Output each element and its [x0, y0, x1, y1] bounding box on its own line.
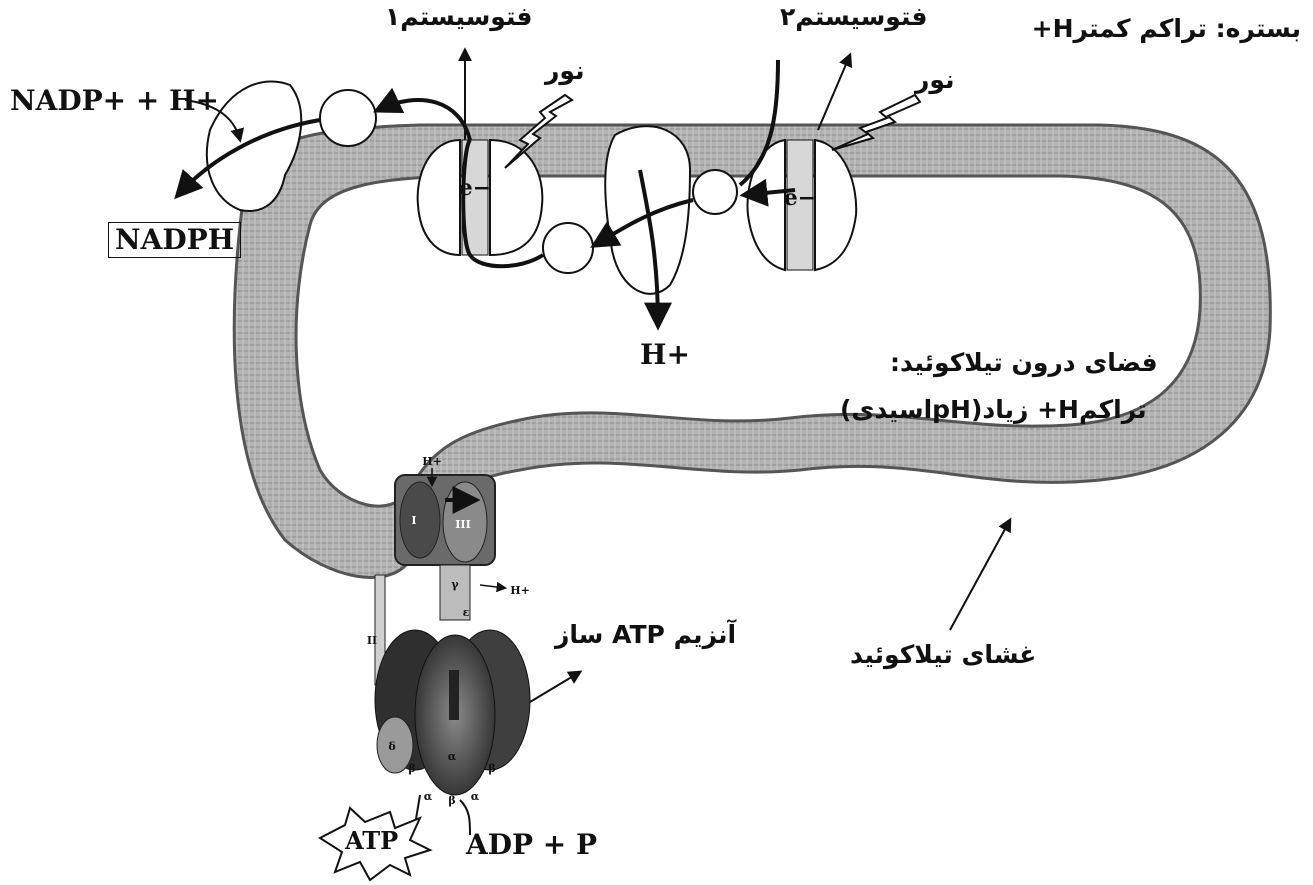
subunit-epsilon: ε [463, 606, 470, 619]
light-label-1: نور [545, 56, 584, 85]
thylakoid-membrane-label: غشای تیلاکوئید [850, 640, 1036, 669]
carrier-circle-1 [320, 90, 376, 146]
atp-synthase [375, 468, 530, 835]
subunit-alpha-3: α [471, 790, 480, 803]
nadp-plus-label: NADP+ + H+ [10, 84, 219, 117]
electron-label-ps2: e− [784, 185, 816, 211]
lumen-label-line2: تراکمH+ زیاد(pHاسیدی) [840, 395, 1147, 424]
carrier-circle-3 [693, 170, 737, 214]
lumen-label-line1: فضای درون تیلاکوئید: [890, 348, 1158, 377]
adp-p-label: ADP + P [466, 828, 597, 861]
electron-label-ps1: e− [459, 175, 491, 201]
subunit-alpha-2: α [424, 790, 433, 803]
subunit-I: I [411, 514, 416, 527]
subunit-delta: δ [388, 740, 395, 753]
stroma-label: بستره: تراکم کمترH+ [1032, 14, 1301, 43]
subunit-beta-3: β [448, 794, 455, 807]
photosystem-2-label: فتوسیستم۲ [780, 2, 928, 31]
subunit-alpha-1: α [448, 750, 457, 763]
carrier-circle-2 [543, 223, 593, 273]
subunit-beta-1: β [408, 762, 415, 775]
h-plus-out: H+ [510, 584, 530, 597]
subunit-III: III [455, 518, 470, 531]
light-label-2: نور [915, 65, 954, 94]
h-plus-pump-label: H+ [640, 338, 690, 371]
atp-synthase-label: آنزیم ATP ساز [555, 620, 736, 649]
subunit-II: II [367, 634, 377, 647]
h-plus-top: H+ [422, 455, 442, 468]
nadph-label: NADPH [108, 222, 241, 258]
atp-label: ATP [345, 826, 398, 855]
subunit-beta-2: β [488, 762, 495, 775]
photosystem-1-label: فتوسیستم۱ [385, 2, 533, 31]
subunit-gamma: γ [451, 578, 459, 591]
